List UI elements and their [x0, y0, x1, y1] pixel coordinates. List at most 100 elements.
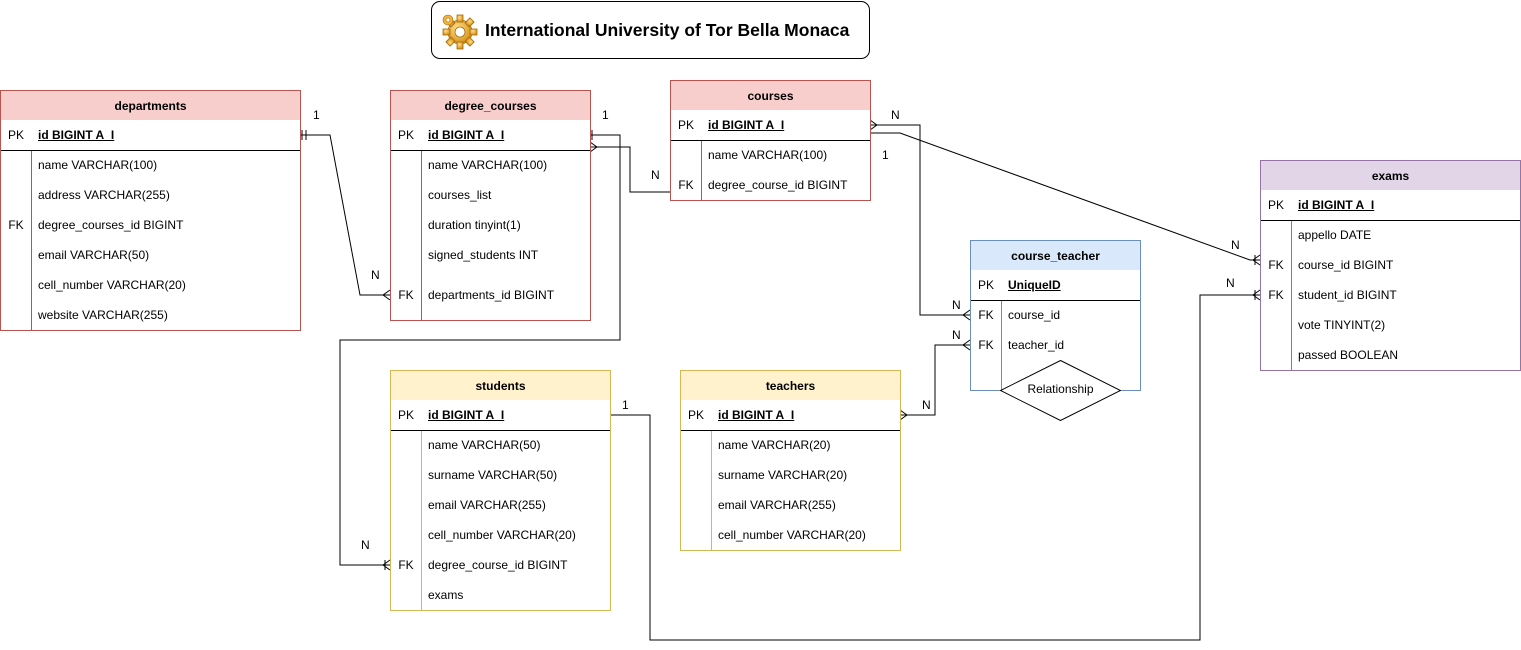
field-name: website VARCHAR(255)	[38, 308, 168, 322]
field-name: name VARCHAR(20)	[718, 438, 831, 452]
key-type: PK	[397, 408, 414, 422]
diagram-title-box: International University of Tor Bella Mo…	[431, 1, 870, 59]
cardinality-many-label: N	[952, 328, 961, 342]
table-header: exams	[1261, 161, 1520, 191]
many-marker	[869, 119, 878, 131]
field-row: email VARCHAR(50)	[1, 240, 300, 270]
key-column-divider	[701, 111, 702, 200]
field-name: courses_list	[428, 188, 492, 202]
field-row: appello DATE	[1261, 220, 1520, 250]
field-row: website VARCHAR(255)	[1, 300, 300, 330]
field-row: name VARCHAR(100)	[1, 150, 300, 180]
field-name: degree_course_id BIGINT	[708, 178, 848, 192]
table-header: teachers	[681, 371, 900, 401]
field-name: student_id BIGINT	[1298, 288, 1397, 302]
field-row: name VARCHAR(100)	[671, 140, 870, 170]
key-type: FK	[678, 178, 694, 192]
field-row: cell_number VARCHAR(20)	[391, 520, 610, 550]
field-name: departments_id BIGINT	[428, 288, 555, 302]
field-name: teacher_id	[1008, 338, 1065, 352]
field-row: signed_students INT	[391, 240, 590, 270]
table-header: courses	[671, 81, 870, 111]
field-name: degree_course_id BIGINT	[428, 558, 568, 572]
field-name: id BIGINT A_I	[428, 408, 505, 422]
field-name: exams	[428, 588, 464, 602]
field-row: FK degree_course_id BIGINT	[391, 550, 610, 580]
cardinality-many-label: N	[651, 168, 660, 182]
key-type: PK	[977, 278, 994, 292]
field-name: vote TINYINT(2)	[1298, 318, 1386, 332]
primary-key-row: PK id BIGINT A_I	[1261, 190, 1520, 221]
primary-key-row: PK id BIGINT A_I	[391, 120, 590, 151]
key-column-divider	[421, 121, 422, 320]
many-marker	[382, 559, 391, 571]
field-name: appello DATE	[1298, 228, 1372, 242]
many-marker	[382, 289, 391, 301]
field-name: id BIGINT A_I	[1298, 198, 1375, 212]
cardinality-many-label: N	[952, 298, 961, 312]
table-header: departments	[1, 91, 300, 121]
field-row: FK degree_course_id BIGINT	[671, 170, 870, 200]
field-row: exams	[391, 580, 610, 610]
key-column-divider	[711, 401, 712, 550]
field-row: FK teacher_id	[971, 330, 1140, 360]
field-row: name VARCHAR(100)	[391, 150, 590, 180]
key-type: FK	[398, 288, 414, 302]
field-name: course_id BIGINT	[1298, 258, 1394, 272]
key-column-divider	[1001, 271, 1002, 390]
field-row: name VARCHAR(20)	[681, 430, 900, 460]
key-type: PK	[677, 118, 694, 132]
connector-teachers-course-teacher	[900, 344, 970, 416]
one-marker	[301, 130, 307, 140]
cardinality-one-label: 1	[313, 108, 320, 122]
field-name: address VARCHAR(255)	[38, 188, 170, 202]
key-type: FK	[978, 338, 994, 352]
primary-key-row: PK id BIGINT A_I	[391, 400, 610, 431]
diagram-title: International University of Tor Bella Mo…	[485, 20, 850, 40]
key-type: PK	[1267, 198, 1284, 212]
field-name: course_id	[1008, 308, 1061, 322]
key-column-divider	[31, 121, 32, 330]
cardinality-many-label: N	[891, 108, 900, 122]
cardinality-many-label: N	[1226, 276, 1235, 290]
field-row: surname VARCHAR(50)	[391, 460, 610, 490]
field-name: email VARCHAR(255)	[428, 498, 546, 512]
key-type: PK	[397, 128, 414, 142]
field-name: UniqueID	[1008, 278, 1061, 292]
field-name: email VARCHAR(255)	[718, 498, 836, 512]
many-marker	[1252, 254, 1261, 266]
table-header: course_teacher	[971, 241, 1140, 271]
field-name: cell_number VARCHAR(20)	[428, 528, 576, 542]
key-column-divider	[1291, 191, 1292, 370]
field-name: passed BOOLEAN	[1298, 348, 1399, 362]
many-marker	[962, 339, 971, 351]
primary-key-row: PK UniqueID	[971, 270, 1140, 301]
field-row: name VARCHAR(50)	[391, 430, 610, 460]
field-name: id BIGINT A_I	[38, 128, 115, 142]
cardinality-one-label: 1	[882, 148, 889, 162]
field-row: email VARCHAR(255)	[681, 490, 900, 520]
field-row: cell_number VARCHAR(20)	[1, 270, 300, 300]
field-row: email VARCHAR(255)	[391, 490, 610, 520]
cardinality-many-label: N	[1231, 238, 1240, 252]
many-marker	[899, 409, 908, 421]
key-type: FK	[398, 558, 414, 572]
field-name: surname VARCHAR(50)	[428, 468, 558, 482]
field-name: duration tinyint(1)	[428, 218, 521, 232]
cardinality-many-label: N	[922, 398, 931, 412]
field-name: degree_courses_id BIGINT	[38, 218, 184, 232]
field-row: vote TINYINT(2)	[1261, 310, 1520, 340]
field-row: FK departments_id BIGINT	[391, 280, 590, 310]
relationship-label: Relationship	[1027, 382, 1094, 396]
connector-degree-courses-students	[339, 134, 621, 566]
field-name: id BIGINT A_I	[428, 128, 505, 142]
